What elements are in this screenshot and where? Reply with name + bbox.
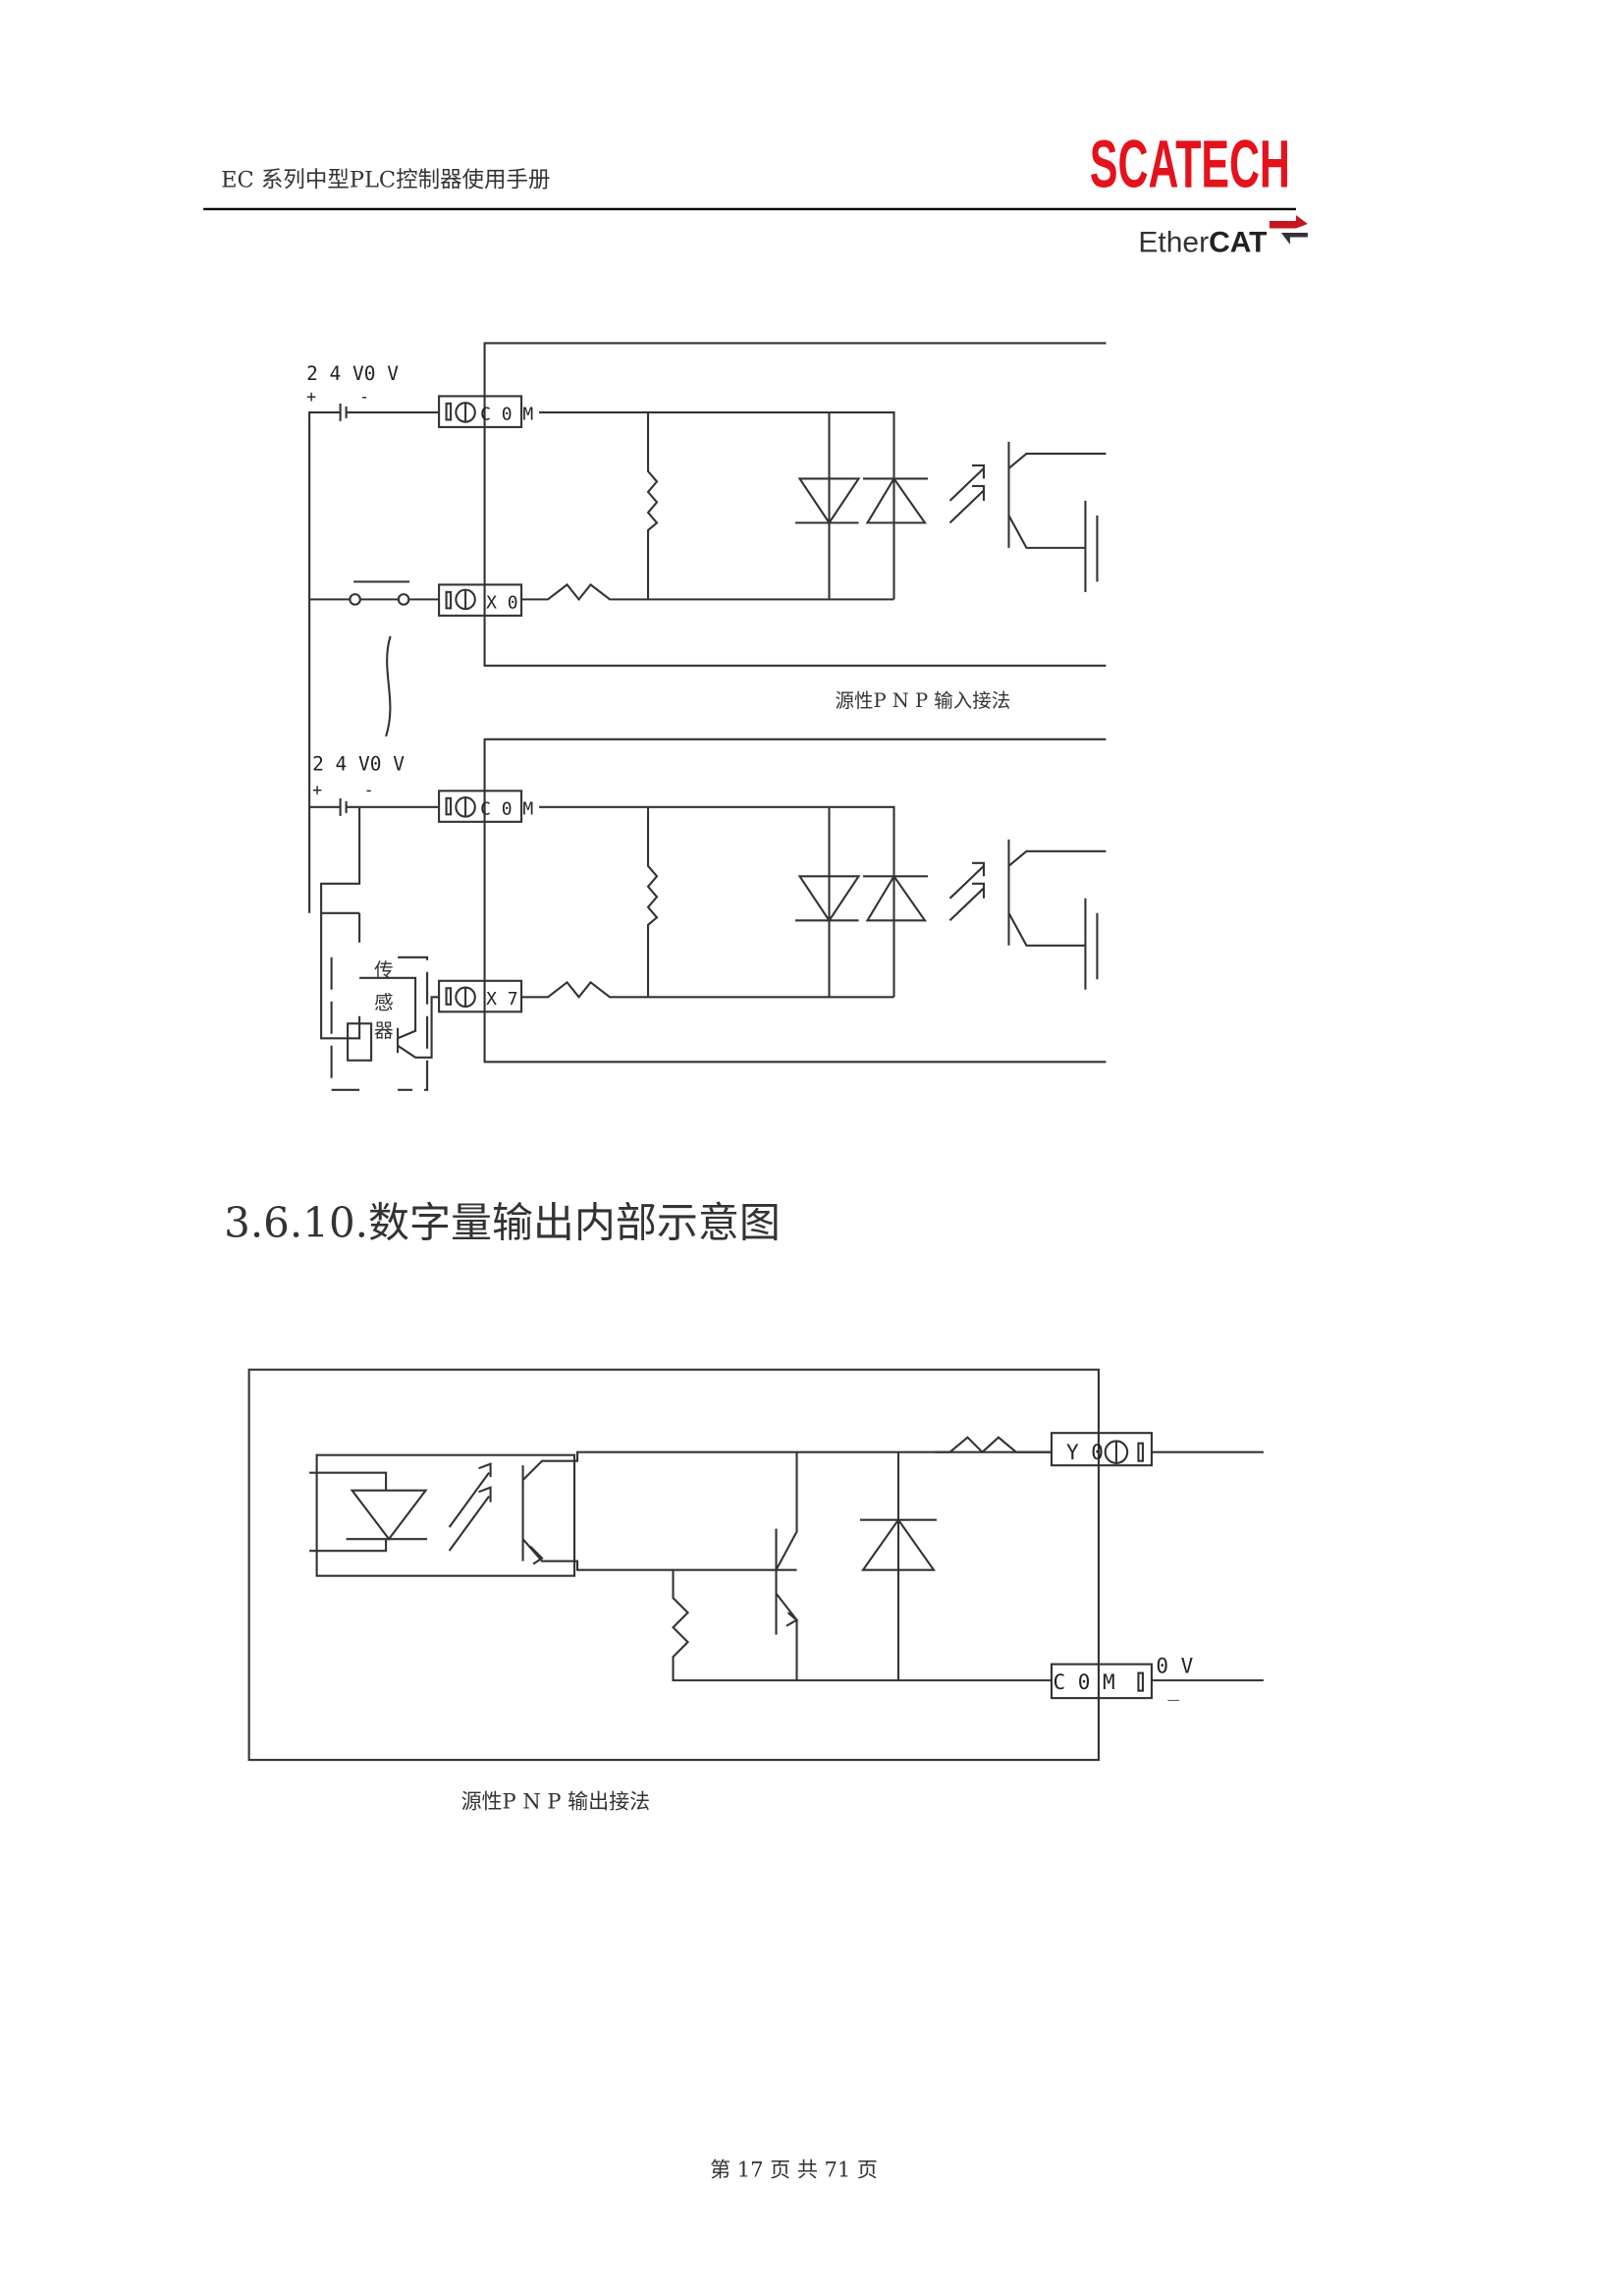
- svg-text:+: +: [312, 781, 322, 799]
- svg-text:C 0 M: C 0 M: [1053, 1670, 1114, 1694]
- svg-text:C 0 M: C 0 M: [480, 798, 533, 819]
- svg-text:EtherCAT: EtherCAT: [1138, 226, 1267, 258]
- svg-text:X 0: X 0: [486, 592, 517, 613]
- svg-text:器: 器: [374, 1019, 393, 1042]
- svg-text:源性P N P 输出接法: 源性P N P 输出接法: [461, 1790, 651, 1814]
- svg-text:X 7: X 7: [486, 989, 517, 1010]
- input-wiring-diagram-sensor: 2 4 V0 V + - 传 感 器 X 7 C 0 M: [309, 738, 1107, 1091]
- svg-text:SCATECH: SCATECH: [1090, 126, 1290, 201]
- output-wiring-diagram: Y 0 C 0 M 0 V _ 源性P N P 输出接法: [247, 1368, 1264, 1814]
- svg-text:-: -: [359, 387, 369, 406]
- svg-text:传: 传: [374, 958, 393, 981]
- svg-text:+: +: [306, 387, 316, 406]
- svg-text:_: _: [1167, 1679, 1179, 1702]
- input-wiring-diagram-switch: 2 4 V0 V + - C 0 M X 0 源性P N P 输入接法: [306, 342, 1107, 913]
- svg-text:C 0 M: C 0 M: [480, 404, 533, 424]
- svg-text:源性P N P 输入接法: 源性P N P 输入接法: [835, 689, 1010, 712]
- svg-text:0 V: 0 V: [1156, 1655, 1193, 1678]
- header-title: EC 系列中型PLC控制器使用手册: [221, 167, 550, 192]
- section-heading: 3.6.10.数字量输出内部示意图: [224, 1199, 781, 1247]
- svg-text:-: -: [364, 781, 374, 799]
- svg-text:Y 0: Y 0: [1066, 1441, 1104, 1464]
- svg-text:2 4 V0 V: 2 4 V0 V: [306, 362, 399, 385]
- scatech-logo: SCATECH: [1090, 126, 1290, 201]
- svg-text:感: 感: [374, 991, 393, 1013]
- svg-text:2 4 V0 V: 2 4 V0 V: [312, 752, 405, 775]
- ethercat-logo: EtherCAT: [1138, 214, 1308, 258]
- page-number: 第 17 页 共 71 页: [710, 2159, 878, 2182]
